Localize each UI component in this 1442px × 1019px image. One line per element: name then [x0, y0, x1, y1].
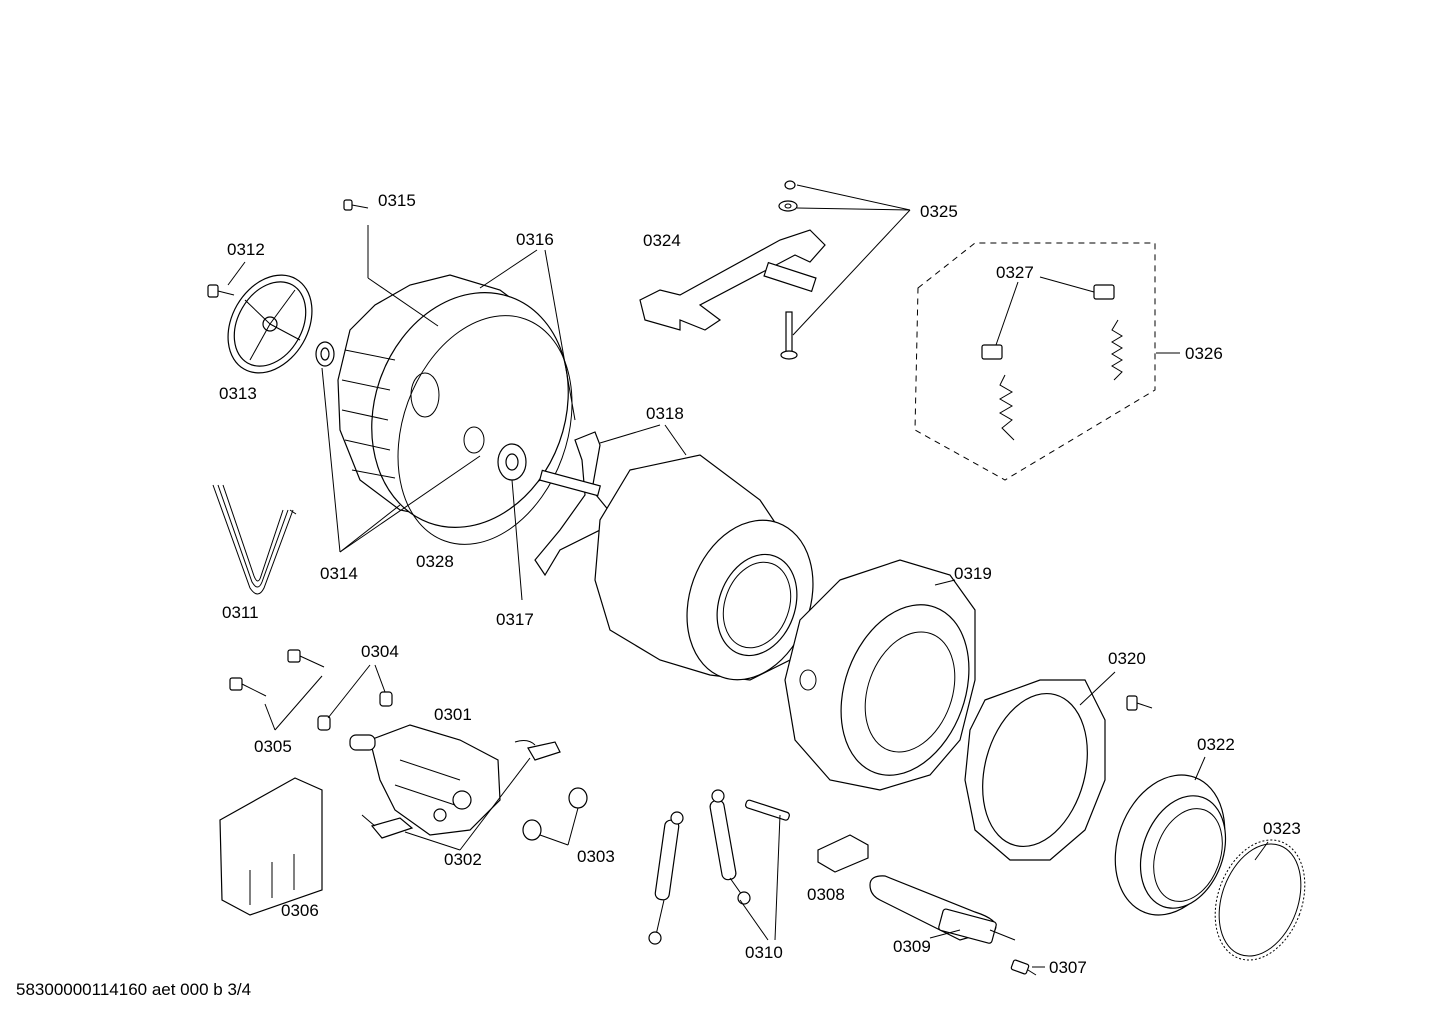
callout-0312: 0312: [227, 240, 265, 259]
part-0304-clips: [317, 691, 393, 731]
callout-0301: 0301: [434, 705, 472, 724]
callout-0325: 0325: [920, 202, 958, 221]
part-0323-clamp-ring: [1214, 839, 1306, 961]
callout-0302: 0302: [444, 850, 482, 869]
callout-0322: 0322: [1197, 735, 1235, 754]
part-0301-motor: [349, 724, 501, 836]
callout-0303: 0303: [577, 847, 615, 866]
callout-0314: 0314: [320, 564, 358, 583]
part-0310-shock-absorbers: [648, 789, 790, 945]
callout-0319: 0319: [954, 564, 992, 583]
part-0305-screws: [229, 649, 325, 697]
part-0328-seal-ring: [397, 315, 573, 545]
callout-0307: 0307: [1049, 958, 1087, 977]
part-0316-rear-tub: [337, 274, 569, 528]
callout-labels: 0301 0302 0303 0304 0305 0306 0307 0308 …: [219, 191, 1301, 977]
callout-0323: 0323: [1263, 819, 1301, 838]
part-0315-screw: [343, 199, 369, 211]
part-0307-connector: [1010, 959, 1037, 976]
part-0303-bushes: [522, 787, 588, 841]
callout-0311: 0311: [222, 603, 259, 622]
part-0319-front-tub: [784, 559, 976, 791]
part-0320-counterweight: [964, 679, 1106, 861]
callout-0317: 0317: [496, 610, 534, 629]
callout-0328: 0328: [416, 552, 454, 571]
callout-0320: 0320: [1108, 649, 1146, 668]
callout-0327: 0327: [996, 263, 1034, 282]
callout-0318: 0318: [646, 404, 684, 423]
part-0311-belt: [212, 484, 297, 595]
part-0322-door-seal: [1114, 774, 1227, 916]
part-0306-cover: [219, 777, 323, 916]
callout-0304: 0304: [361, 642, 399, 661]
part-0308-sensor: [817, 834, 869, 873]
part-0318-drum: [594, 454, 814, 681]
callout-0326: 0326: [1185, 344, 1223, 363]
callout-0315: 0315: [378, 191, 416, 210]
part-0312-bolt: [207, 284, 235, 298]
callout-0309: 0309: [893, 937, 931, 956]
document-code: 58300000114160 aet 000 b 3/4: [16, 980, 252, 999]
leader-lines: [227, 184, 1269, 968]
part-0326-spring-kit: [914, 242, 1156, 481]
callout-0308: 0308: [807, 885, 845, 904]
callout-0324: 0324: [643, 231, 681, 250]
part-0302-carbon-brushes: [361, 740, 561, 839]
callout-0305: 0305: [254, 737, 292, 756]
part-0320-screw: [1126, 695, 1153, 711]
part-0317-bearing: [497, 443, 527, 481]
callout-0316: 0316: [516, 230, 554, 249]
callout-0313: 0313: [219, 384, 257, 403]
part-0324-bracket: [639, 229, 826, 331]
callout-0310: 0310: [745, 943, 783, 962]
part-0325-fasteners: [778, 180, 798, 360]
callout-0306: 0306: [281, 901, 319, 920]
part-0318-drum-spider: [534, 431, 611, 577]
part-0313-pulley: [227, 274, 313, 374]
part-0314-bearing: [315, 341, 335, 367]
part-0309-heating-element: [869, 875, 1016, 944]
